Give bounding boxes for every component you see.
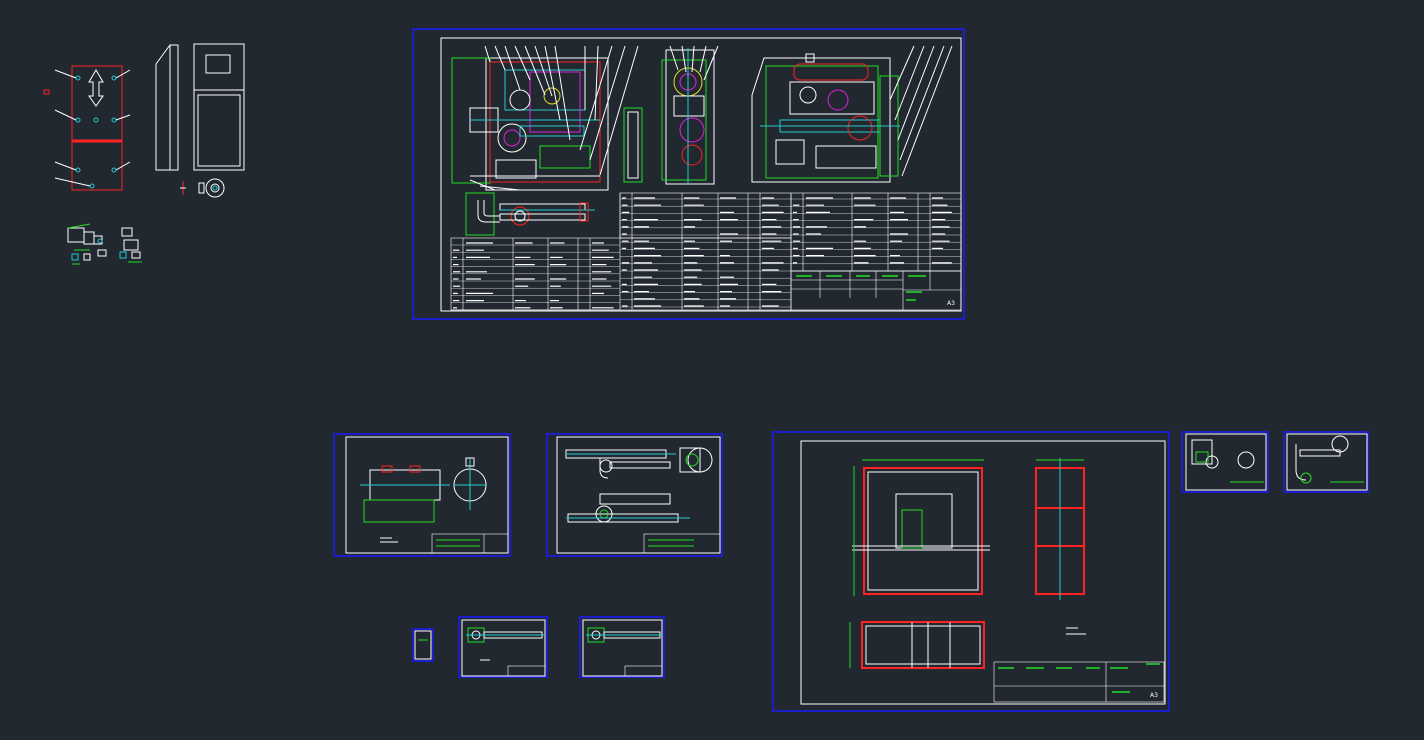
sheet-frame-detail[interactable]: A3 <box>772 431 1170 712</box>
sheet-small-right-2[interactable] <box>1283 431 1369 493</box>
sheet-border <box>412 28 965 320</box>
sheet-tank-detail[interactable] <box>333 433 511 557</box>
frame-sheet-size-label: A3 <box>1150 692 1158 699</box>
parts-list-text-marks <box>453 197 952 309</box>
panel-front-view[interactable] <box>43 65 131 191</box>
loose-parts-upper-left[interactable] <box>43 43 245 265</box>
parts-list-table[interactable] <box>450 192 962 311</box>
panel-side-view[interactable] <box>155 44 179 171</box>
title-block[interactable] <box>790 270 962 311</box>
sheet-shaft-detail-1[interactable] <box>458 616 548 678</box>
sheet-tiny-bottom[interactable] <box>412 628 434 662</box>
pipe-detail-view[interactable] <box>465 192 595 236</box>
assembly-side-view[interactable] <box>661 45 719 185</box>
sheet-shaft-detail-2[interactable] <box>579 616 665 678</box>
title-block-marks <box>796 275 926 301</box>
sheet-small-right-1[interactable] <box>1181 431 1269 493</box>
drawing-frame <box>440 37 962 312</box>
assembly-front-view[interactable] <box>451 45 643 191</box>
sheet-size-label: A3 <box>947 300 955 307</box>
cabinet-front-view[interactable] <box>193 43 245 171</box>
sheet-main-assembly[interactable]: A3 <box>412 28 965 320</box>
small-part-details[interactable] <box>180 178 225 198</box>
sheet-pipe-detail[interactable] <box>546 433 723 557</box>
assembly-right-view[interactable] <box>751 45 953 183</box>
bracket-detail-cluster[interactable] <box>67 223 142 265</box>
